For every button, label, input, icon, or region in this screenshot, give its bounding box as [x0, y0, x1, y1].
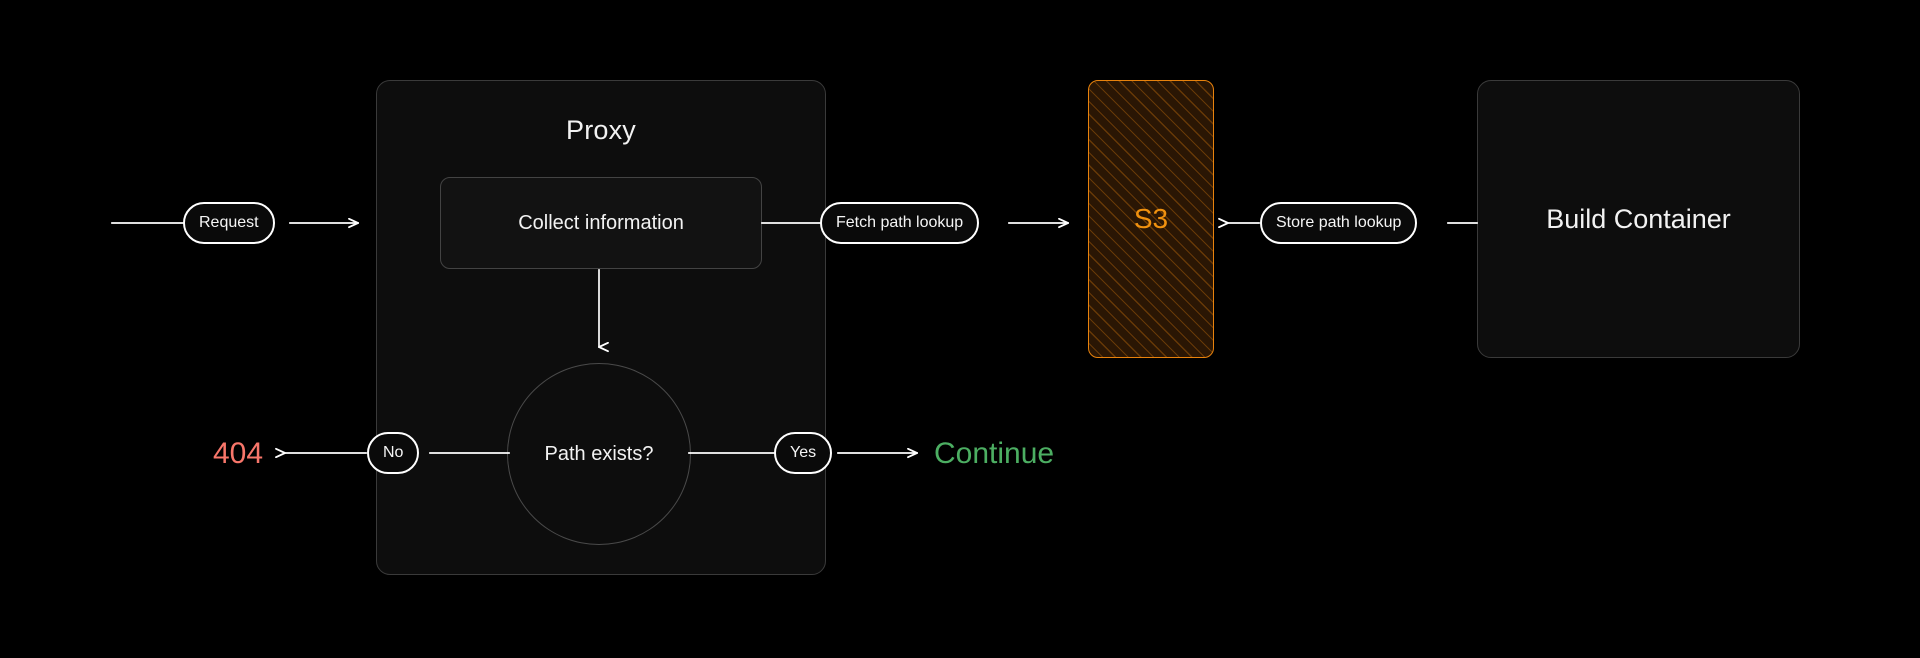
node-s3-label: S3: [1133, 203, 1169, 234]
edge-label-request[interactable]: Request: [183, 202, 275, 244]
group-proxy-title: Proxy: [565, 115, 637, 145]
edge-label-yes[interactable]: Yes: [774, 432, 833, 474]
node-s3-bucket[interactable]: [1088, 80, 1214, 358]
node-path-exists-decision[interactable]: Path exists?: [507, 363, 691, 545]
edge-label-store-path-lookup[interactable]: Store path lookup: [1260, 202, 1418, 244]
group-build-container[interactable]: [1477, 80, 1800, 358]
terminal-continue: Continue: [934, 437, 1055, 470]
node-collect-information[interactable]: Collect information: [440, 177, 762, 269]
group-build-container-title: Build Container: [1546, 203, 1731, 234]
terminal-404: 404: [213, 437, 264, 470]
edge-label-fetch-path-lookup[interactable]: Fetch path lookup: [820, 202, 980, 244]
edge-label-no[interactable]: No: [367, 432, 420, 474]
